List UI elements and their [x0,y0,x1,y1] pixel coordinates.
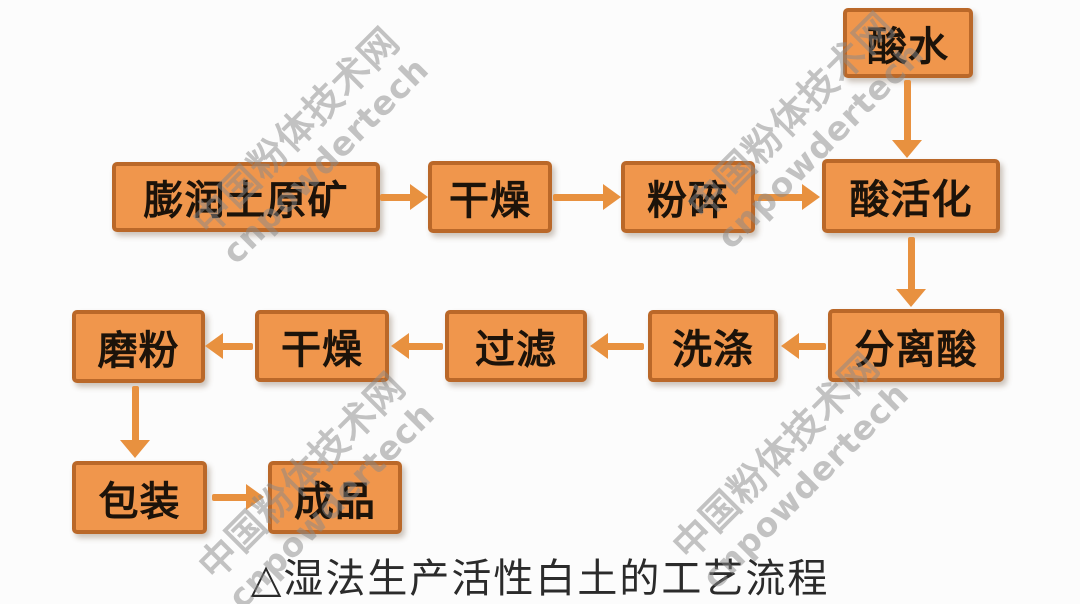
arrow-right-icon [754,184,820,210]
arrow-right-icon [380,184,428,210]
flow-node-filtering: 过滤 [445,310,587,382]
flow-node-washing: 洗涤 [648,310,778,382]
arrow-left-icon [391,333,443,359]
arrow-right-icon [553,184,621,210]
arrow-down-icon [896,237,927,307]
flow-node-finished-product: 成品 [268,461,402,534]
flow-node-bentonite-ore: 膨润土原矿 [112,162,380,232]
watermark-en-text: cnpowdertech [214,49,437,272]
flow-node-acid-activation: 酸活化 [822,159,1000,233]
arrow-left-icon [781,333,826,359]
flow-node-drying-2: 干燥 [255,310,389,382]
arrow-down-icon [892,80,923,158]
watermark: 中国粉体技术网 cnpowdertech [183,18,437,272]
flow-node-grinding: 磨粉 [72,310,205,383]
arrow-down-icon [120,386,151,458]
flow-node-acid-water: 酸水 [843,8,973,78]
diagram-caption: △湿法生产活性白土的工艺流程 [250,556,830,601]
arrow-left-icon [205,333,253,359]
arrow-left-icon [590,333,644,359]
arrow-right-icon [212,484,264,510]
flow-node-crushing: 粉碎 [621,161,755,233]
flow-node-packaging: 包装 [72,461,207,534]
flow-node-acid-separation: 分离酸 [828,309,1004,382]
flow-node-drying-1: 干燥 [428,161,552,233]
